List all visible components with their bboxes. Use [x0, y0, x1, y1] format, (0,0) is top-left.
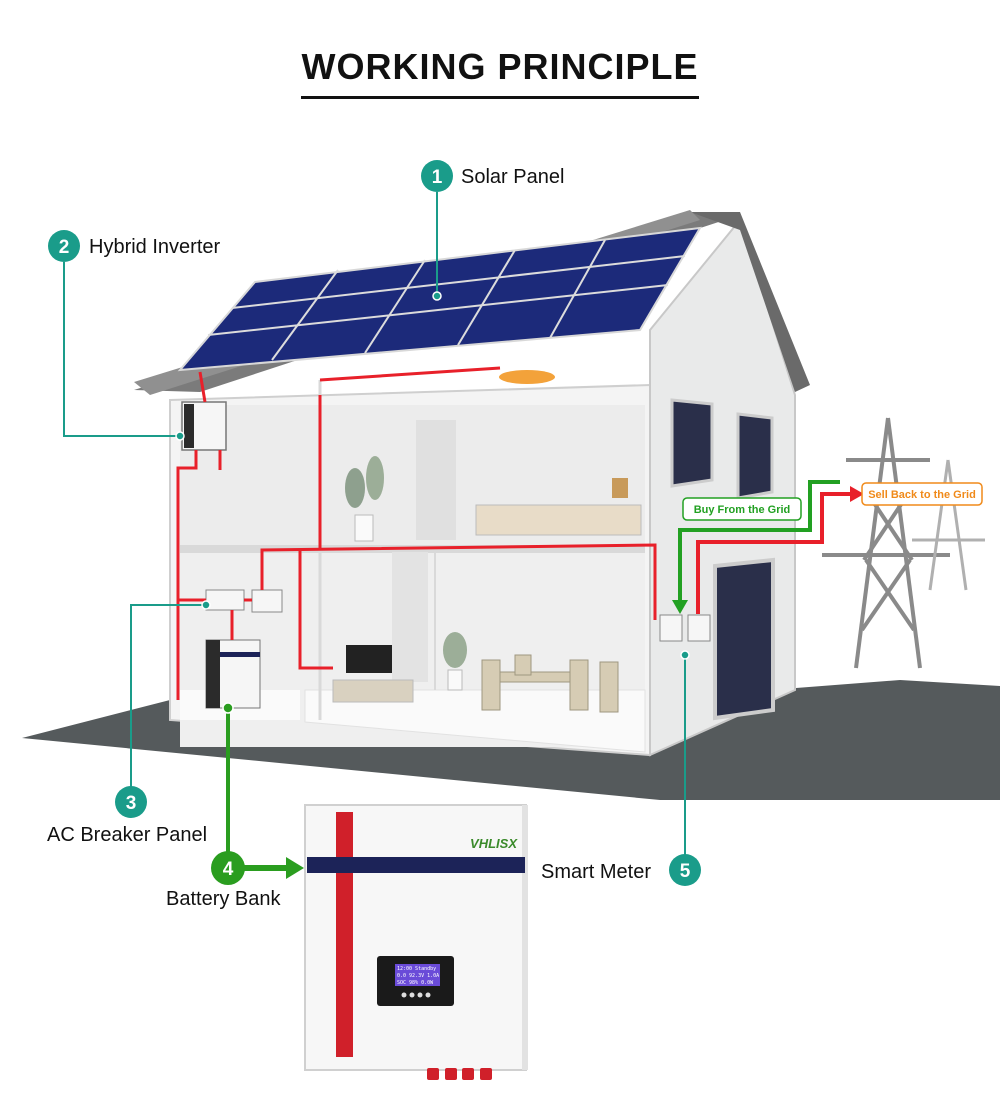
- badge-1-number: 1: [432, 167, 443, 188]
- title-wrap: WORKING PRINCIPLE: [0, 46, 1000, 99]
- buy-from-grid-arrow: [678, 480, 840, 604]
- badge-2-number: 2: [59, 237, 70, 258]
- smart-meter-device: [659, 614, 711, 642]
- battery-lcd-line-2: 0.0 92.3V 1.0A: [397, 973, 439, 979]
- badge-1: [421, 160, 453, 192]
- dining-set-icon: [481, 654, 619, 713]
- badge-3-number: 3: [126, 793, 137, 814]
- callout-lines: [63, 192, 686, 856]
- badge-4-number: 4: [223, 859, 234, 880]
- label-ac-breaker-panel: AC Breaker Panel: [47, 824, 207, 846]
- transmission-tower-icon: [822, 417, 950, 669]
- battery-brand-logo: VHLISX: [470, 836, 518, 851]
- battery-unit: VHLISX 12:00 Standby 0.0 92.3V 1.0A SOC …: [304, 804, 528, 1080]
- label-smart-meter: Smart Meter: [541, 861, 651, 883]
- battery-terminal-1: [427, 1068, 439, 1080]
- breaker-callout-dot: [201, 600, 211, 610]
- buy-arrow-head-icon: [672, 600, 688, 614]
- battery-arrow-head-icon: [286, 857, 304, 879]
- battery-terminal-2: [445, 1068, 457, 1080]
- sell-back-arrow: [696, 492, 852, 614]
- lcd-button-1: [401, 992, 407, 998]
- transmission-tower-far-icon: [912, 459, 985, 591]
- badge-2: [48, 230, 80, 262]
- battery-callout-dot: [222, 702, 234, 714]
- battery-lcd-line-1: 12:00 Standby: [397, 966, 436, 972]
- buy-tag-text: Buy From the Grid: [694, 504, 791, 516]
- solar-callout-dot: [432, 291, 442, 301]
- hybrid-inverter-device: [181, 401, 227, 451]
- sell-tag-box: [861, 482, 983, 506]
- wiring: [176, 366, 657, 700]
- badge-5-number: 5: [680, 861, 691, 882]
- label-solar-panel: Solar Panel: [461, 166, 564, 188]
- lcd-button-2: [409, 992, 415, 998]
- plant-icon: [345, 456, 384, 542]
- ac-breaker-panel-device: [205, 589, 283, 613]
- battery-terminal-3: [462, 1068, 474, 1080]
- battery-terminal-4: [480, 1068, 492, 1080]
- ceiling-light-icon: [499, 370, 555, 384]
- sell-tag-text: Sell Back to the Grid: [868, 489, 976, 501]
- label-battery-bank: Battery Bank: [166, 888, 282, 910]
- small-plant-icon: [443, 632, 467, 691]
- tv-icon: [332, 645, 414, 703]
- sell-arrow-head-icon: [850, 486, 864, 502]
- lcd-button-4: [425, 992, 431, 998]
- buy-tag-box: [682, 497, 802, 521]
- label-hybrid-inverter: Hybrid Inverter: [89, 236, 220, 258]
- battery-bank-small-device: [205, 639, 261, 709]
- meter-callout-dot: [680, 650, 690, 660]
- battery-lcd-line-3: SOC 98% 0.0W: [397, 980, 434, 986]
- bed-icon: [475, 478, 642, 536]
- badge-4: [211, 851, 245, 885]
- badge-3: [115, 786, 147, 818]
- badge-5: [669, 854, 701, 886]
- inverter-callout-dot: [175, 431, 185, 441]
- lcd-button-3: [417, 992, 423, 998]
- page-title: WORKING PRINCIPLE: [301, 46, 699, 99]
